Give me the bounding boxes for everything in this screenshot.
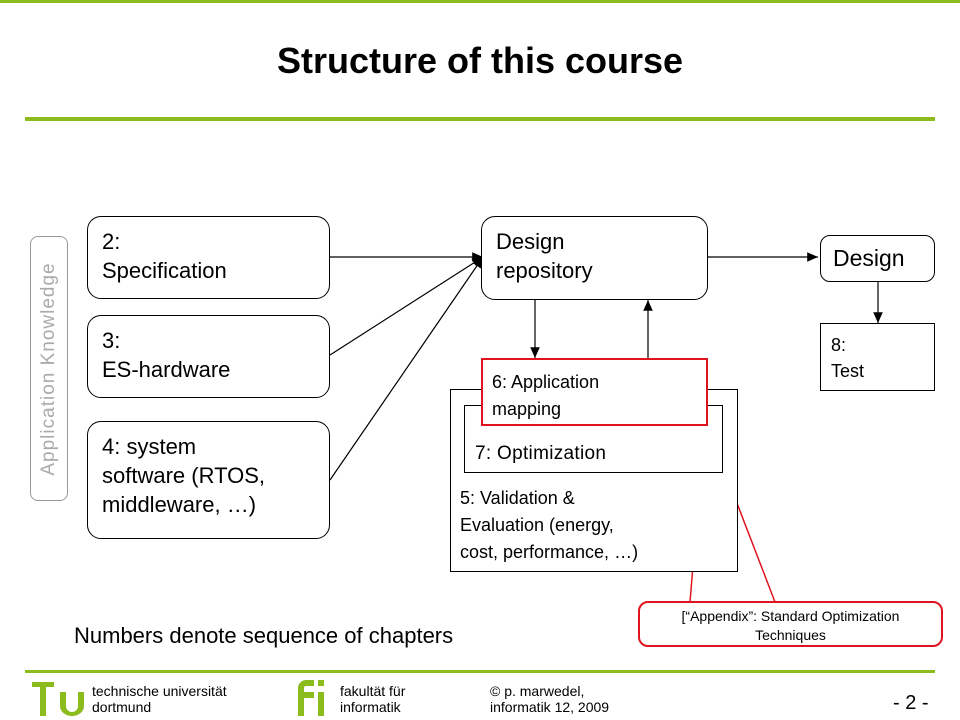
box-design-repository: Design repository <box>481 216 708 300</box>
footer-rule <box>25 670 935 673</box>
box-design: Design <box>820 235 935 282</box>
caption: Numbers denote sequence of chapters <box>74 623 454 648</box>
fi-logo <box>298 680 324 716</box>
box-system-software: 4: system software (RTOS, middleware, …) <box>87 421 330 539</box>
box-application-mapping: 6: Application mapping <box>481 358 708 426</box>
page-number: - 2 - <box>893 692 929 714</box>
faculty-name: fakultät für informatik <box>340 683 406 715</box>
box-es-hardware: 3: ES-hardware <box>87 315 330 398</box>
page-title: Structure of this course <box>276 40 684 81</box>
title-underline <box>25 117 935 121</box>
appendix-callout: [“Appendix”: Standard Optimization Techn… <box>638 601 943 647</box>
university-name: technische universität dortmund <box>92 683 227 715</box>
box-test: 8: Test <box>820 323 935 391</box>
application-knowledge-label: Application Knowledge <box>30 236 68 501</box>
author-credit: © p. marwedel, informatik 12, 2009 <box>490 683 610 715</box>
box-specification: 2: Specification <box>87 216 330 299</box>
top-rule <box>0 0 960 3</box>
arrow-hw-to-repo <box>329 256 484 356</box>
tu-logo <box>32 682 84 716</box>
